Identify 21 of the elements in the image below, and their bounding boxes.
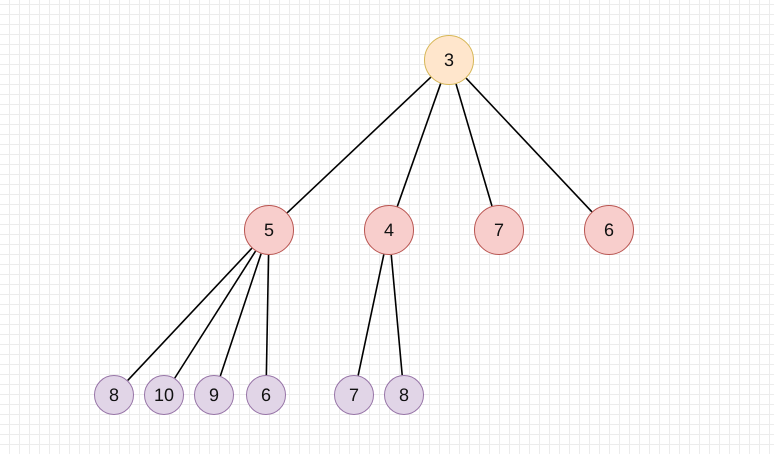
- tree-edge-line: [357, 254, 385, 376]
- tree-edge-line: [127, 248, 252, 381]
- tree-node-circle: 8: [94, 375, 134, 415]
- tree-edge-line: [466, 78, 592, 212]
- tree-node-circle: 9: [194, 375, 234, 415]
- tree-edge-line: [174, 250, 256, 379]
- tree-node-circle: 6: [246, 375, 286, 415]
- tree-edge-line: [390, 254, 403, 376]
- tree-node-circle: 7: [334, 375, 374, 415]
- tree-edge-line: [220, 253, 262, 376]
- tree-edge-line: [266, 254, 270, 376]
- tree-node-circle: 3: [424, 35, 474, 85]
- tree-node-circle: 7: [474, 205, 524, 255]
- tree-node-circle: 5: [244, 205, 294, 255]
- tree-edge-line: [286, 76, 432, 214]
- tree-node-circle: 4: [364, 205, 414, 255]
- tree-edge-line: [396, 83, 442, 207]
- tree-node-circle: 10: [144, 375, 184, 415]
- tree-edge-line: [455, 84, 493, 206]
- tree-node-circle: 8: [384, 375, 424, 415]
- tree-node-circle: 6: [584, 205, 634, 255]
